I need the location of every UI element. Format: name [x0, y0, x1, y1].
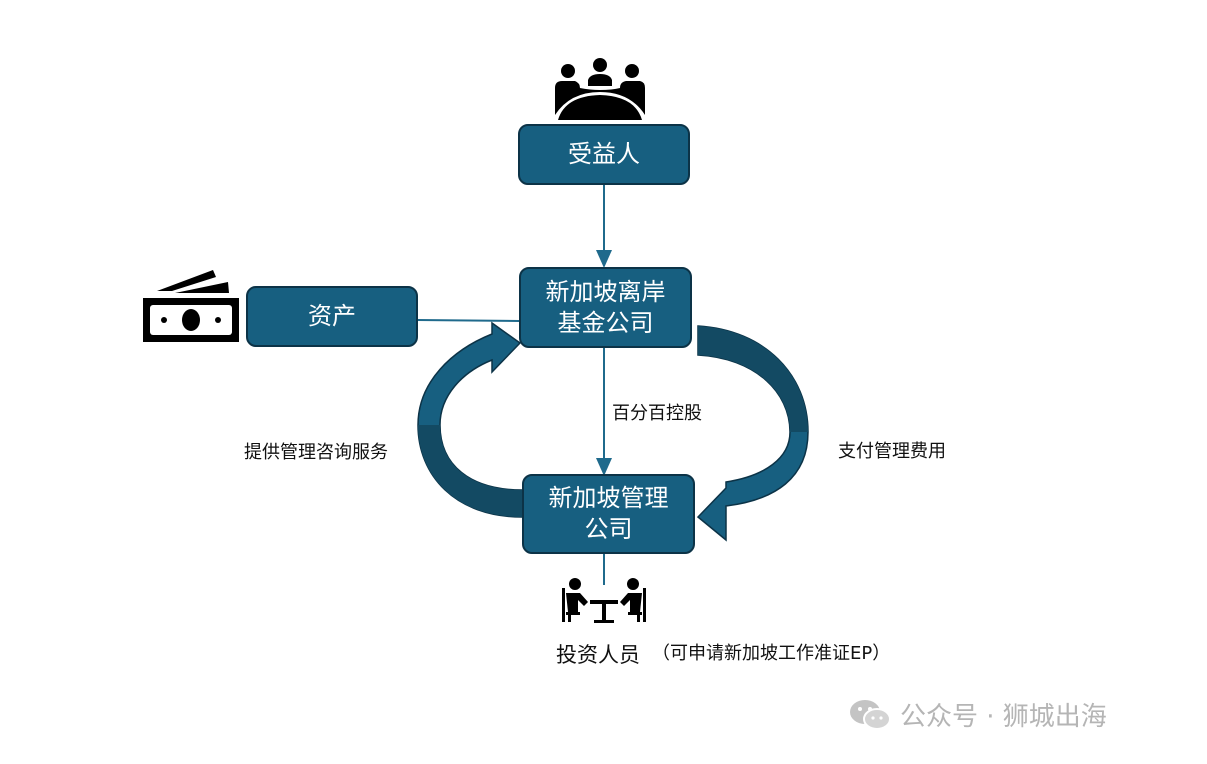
- staff-label: 投资人员: [556, 643, 640, 667]
- fee-label: 支付管理费用: [838, 441, 946, 462]
- group-people-icon: [555, 58, 645, 120]
- full-control-label: 百分百控股: [612, 403, 702, 424]
- beneficiary-label: 受益人: [568, 140, 640, 168]
- meeting-desk-icon: [562, 578, 646, 623]
- mgmt-company-label-2: 公司: [584, 515, 633, 543]
- assets-node: 资产: [246, 286, 418, 347]
- mgmt-company-node: 新加坡管理 公司: [522, 474, 695, 554]
- wechat-icon: [850, 699, 891, 730]
- offshore-fund-node: 新加坡离岸 基金公司: [519, 267, 692, 348]
- assets-label: 资产: [308, 302, 356, 330]
- money-icon: [143, 270, 239, 342]
- offshore-fund-label-1: 新加坡离岸: [545, 277, 666, 306]
- mgmt-company-label-1: 新加坡管理: [548, 484, 669, 512]
- assets-to-fund-line: [416, 319, 520, 322]
- offshore-fund-label-2: 基金公司: [557, 308, 654, 337]
- beneficiary-node: 受益人: [518, 124, 690, 185]
- watermark: 公众号 · 狮城出海: [848, 696, 1107, 733]
- staff-note: （可申请新加坡工作准证EP）: [652, 643, 891, 664]
- advisory-label: 提供管理咨询服务: [244, 442, 388, 463]
- watermark-text: 公众号 · 狮城出海: [900, 702, 1107, 732]
